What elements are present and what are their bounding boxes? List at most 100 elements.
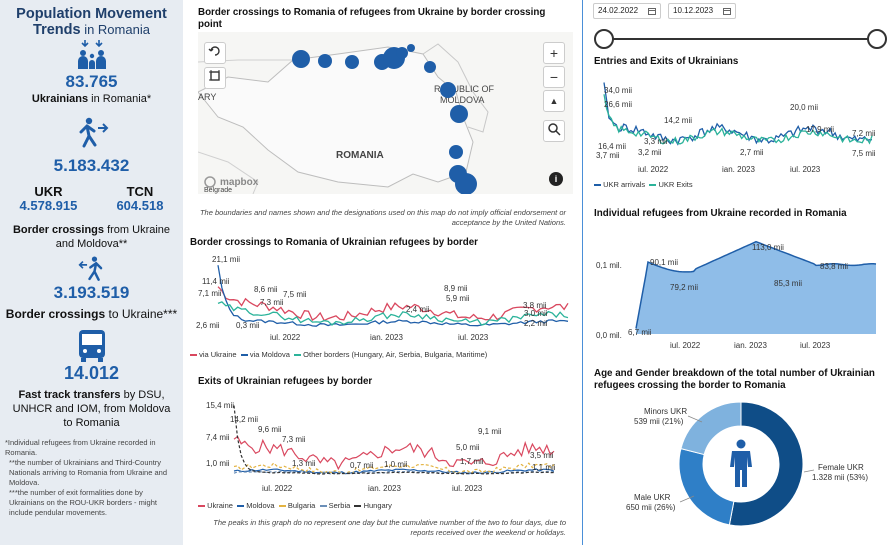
bubble-stanca[interactable] xyxy=(407,44,415,52)
transfers-label-bold: Fast track transfers xyxy=(18,389,121,401)
date-slider-start-handle[interactable] xyxy=(594,29,614,49)
exits-label-2: 7,4 mii xyxy=(206,433,230,442)
compass-button[interactable]: ▲ xyxy=(543,90,565,112)
border-tick-2: iul. 2023 xyxy=(458,333,489,342)
footnote-2: **the number of Ukrainians and Third-Cou… xyxy=(9,458,167,487)
column-divider xyxy=(582,0,583,545)
entries-label-1: 26,6 mii xyxy=(604,100,632,109)
legend-ukr-exits[interactable]: UKR Exits xyxy=(649,180,693,189)
date-slider-end-handle[interactable] xyxy=(867,29,887,49)
border-series-2 xyxy=(217,301,569,326)
legend-via-ukraine[interactable]: via Ukraine xyxy=(190,350,237,359)
border-label-10: 2,4 mii xyxy=(406,305,430,314)
exits-label-11: 1,7 mii xyxy=(460,457,484,466)
map-select-button[interactable] xyxy=(204,67,226,89)
total-crossings-value: 5.183.432 xyxy=(53,156,130,175)
legend-exit-hungary[interactable]: Hungary xyxy=(354,501,392,510)
exits-label-7: 0,7 mii xyxy=(350,461,374,470)
map-label-hungary: ARY xyxy=(198,92,216,102)
bubble-ungheni[interactable] xyxy=(424,61,436,73)
map-label-belgrade: Belgrade xyxy=(204,187,232,194)
tcn-block: TCN 604.518 xyxy=(116,184,163,212)
start-date-value: 24.02.2022 xyxy=(598,6,639,15)
entries-tick-2: iul. 2023 xyxy=(790,165,821,174)
legend-exit-serbia[interactable]: Serbia xyxy=(319,501,350,510)
individual-ytick-label-1: 0,0 mil. xyxy=(596,331,622,340)
end-date-value: 10.12.2023 xyxy=(673,6,714,15)
entries-tick-0: iul. 2022 xyxy=(638,165,669,174)
bus-icon xyxy=(78,330,105,362)
map-search-button[interactable] xyxy=(543,120,565,142)
individual-label-3: 85,3 mii xyxy=(774,279,802,288)
legend-exit-ukraine[interactable]: Ukraine xyxy=(198,501,233,510)
legend-exit-bulgaria[interactable]: Bulgaria xyxy=(278,501,315,510)
summary-sidebar: Population Movement Trends in Romania 83… xyxy=(0,0,183,545)
entries-label-6: 3,3 mii xyxy=(644,137,668,146)
to-ukraine-value: 3.193.519 xyxy=(53,283,130,302)
individual-area xyxy=(636,241,876,334)
footnote-1: *Individual refugees from Ukraine record… xyxy=(5,438,156,457)
exit-series-0 xyxy=(233,435,555,471)
exits-label-9: 9,1 mii xyxy=(478,427,502,436)
date-slider-track[interactable] xyxy=(603,38,873,40)
bubble-albita[interactable] xyxy=(440,82,456,98)
legend-via-moldova[interactable]: via Moldova xyxy=(240,350,290,359)
individual-label-5: 6,7 mii xyxy=(628,328,652,337)
to-ro-label-rest: from Ukraine and Moldova** xyxy=(55,224,171,250)
bubble-tulcea[interactable] xyxy=(455,173,477,194)
bubble-galati[interactable] xyxy=(449,145,463,159)
border-series-0 xyxy=(217,286,569,322)
entries-label-3: 3,7 mii xyxy=(596,151,620,160)
bubble-sighet[interactable] xyxy=(292,50,310,68)
exits-tick-0: iul. 2022 xyxy=(262,484,293,492)
border-label-11: 3,8 mii xyxy=(523,301,547,310)
bubble-leuseni[interactable] xyxy=(450,105,468,123)
zoom-out-button[interactable]: − xyxy=(543,66,565,88)
to-ukraine-label-bold: Border crossings xyxy=(5,307,106,321)
start-date-field[interactable]: 24.02.2022 xyxy=(593,3,661,19)
end-date-field[interactable]: 10.12.2023 xyxy=(668,3,736,19)
zoom-in-button[interactable]: + xyxy=(543,42,565,64)
entries-label-10: 7,2 mii xyxy=(852,129,876,138)
to-ukraine-label-rest: to Ukraine*** xyxy=(105,307,178,321)
calendar-icon xyxy=(723,8,731,15)
bubble-vicovu[interactable] xyxy=(345,55,359,69)
exits-chart-legend: Ukraine Moldova Bulgaria Serbia Hungary xyxy=(198,501,392,510)
ukr-tcn-split: UKR 4.578.915 TCN 604.518 xyxy=(0,184,183,212)
serbia-border-line xyxy=(198,151,259,194)
legend-ukr-exits-label: UKR Exits xyxy=(658,180,693,189)
map-canvas[interactable]: ARY ROMANIA REPUBLIC OF MOLDOVA Belgrade… xyxy=(198,32,573,194)
ukrainians-value: 83.765 xyxy=(65,72,118,91)
entries-tick-1: ian. 2023 xyxy=(722,165,755,174)
tcn-value: 604.518 xyxy=(116,198,164,213)
bubble-siret-west[interactable] xyxy=(318,54,332,68)
crossing-bubbles xyxy=(292,44,477,194)
donut-label-0: Female UKR xyxy=(818,463,864,472)
map-info-button[interactable]: i xyxy=(549,172,563,186)
entries-chart-legend: UKR arrivals UKR Exits xyxy=(594,180,693,189)
exits-label-5: 1,0 mii xyxy=(206,459,230,468)
exits-label-3: 9,6 mii xyxy=(258,425,282,434)
legend-ukr-arrivals[interactable]: UKR arrivals xyxy=(594,180,645,189)
border-tick-1: ian. 2023 xyxy=(370,333,403,342)
entries-label-5: 3,2 mii xyxy=(638,148,662,157)
border-chart-title: Border crossings to Romania of Ukrainian… xyxy=(190,237,478,248)
bubble-racovat[interactable] xyxy=(396,47,408,59)
crossing-map[interactable]: ARY ROMANIA REPUBLIC OF MOLDOVA Belgrade… xyxy=(198,32,573,194)
border-label-9: 5,9 mii xyxy=(446,294,470,303)
ukr-value: 4.578.915 xyxy=(19,198,78,213)
map-title: Border crossings to Romania of refugees … xyxy=(198,7,546,30)
transfers-value: 14.012 xyxy=(63,363,120,383)
legend-other-borders[interactable]: Other borders (Hungary, Air, Serbia, Bul… xyxy=(294,350,487,359)
border-label-8: 8,9 mii xyxy=(444,284,468,293)
border-label-13: 2,2 mii xyxy=(524,319,548,328)
exits-label-0: 15,4 mii xyxy=(206,401,234,410)
sidebar-title-line1: Population Movement xyxy=(16,6,167,22)
legend-exit-moldova[interactable]: Moldova xyxy=(237,501,275,510)
border-tick-0: iul. 2022 xyxy=(270,333,301,342)
mapbox-mark-icon xyxy=(204,176,216,188)
map-reset-button[interactable] xyxy=(204,42,226,64)
sidebar-title: Population Movement Trends in Romania xyxy=(0,6,183,38)
